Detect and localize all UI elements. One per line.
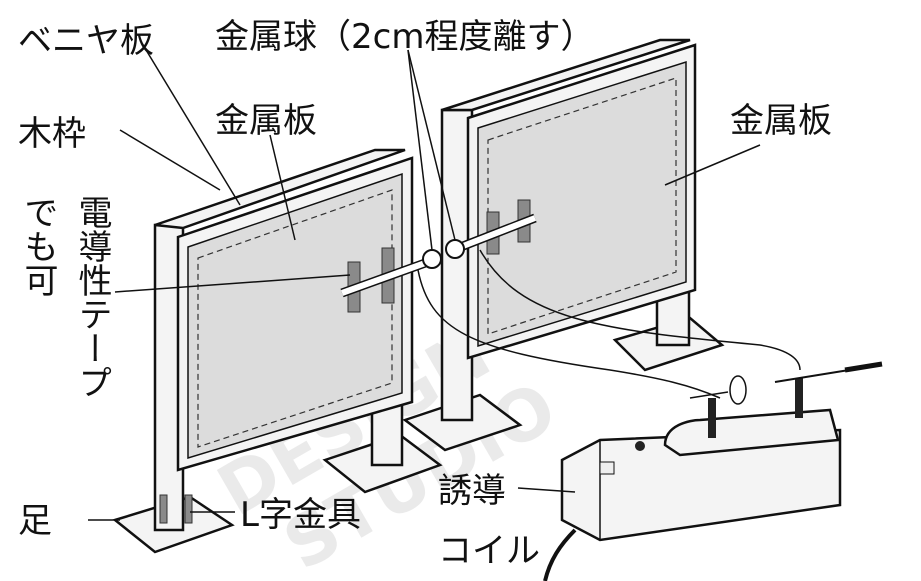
leader-plate-right: [664, 144, 761, 186]
label-foot: 足: [18, 501, 52, 541]
label-metal-plate-right: 金属板: [730, 101, 832, 141]
label-wood-frame: 木枠: [18, 114, 86, 154]
leader-tape: [114, 274, 351, 293]
label-conductive-tape: 電導性テープ: [72, 195, 112, 399]
label-metal-plate-left: 金属板: [215, 101, 317, 141]
l-bracket-1: [159, 494, 168, 524]
electrode-right: [795, 378, 803, 418]
electrode-left: [708, 398, 716, 438]
rod-handle: [844, 361, 883, 373]
label-induction: 誘導: [438, 471, 506, 511]
right-plate-edge: [487, 77, 677, 335]
label-also-ok: でも可: [18, 195, 58, 297]
left-metal-sphere: [422, 249, 442, 269]
l-bracket-2: [184, 494, 193, 524]
label-l-bracket: L字金具: [240, 495, 361, 535]
leader-sphere-1: [407, 49, 433, 251]
wire-left: [417, 269, 721, 399]
left-metal-plate: [187, 172, 403, 460]
left-plate-edge: [197, 189, 393, 448]
left-rod: [340, 259, 430, 296]
leader-wood-frame: [119, 129, 221, 191]
leader-plate-left: [269, 134, 296, 241]
induction-coil: [543, 361, 883, 581]
discharge-rod-left: [689, 391, 729, 399]
leader-sphere-2: [407, 49, 456, 241]
left-panel-unit: [112, 148, 443, 554]
power-cord: [543, 528, 577, 581]
right-top-frame: [441, 38, 691, 112]
leader-plywood: [139, 39, 241, 206]
disc: [729, 375, 747, 405]
knob: [635, 441, 645, 451]
left-top-frame: [154, 148, 406, 230]
right-metal-plate: [477, 60, 687, 348]
wire-right: [479, 249, 801, 371]
label-coil: コイル: [438, 531, 540, 571]
right-panel-unit: [402, 38, 725, 452]
label-metal-sphere: 金属球（2cm程度離す）: [215, 17, 594, 57]
label-plywood: ベニヤ板: [18, 21, 154, 61]
dial: [599, 461, 615, 475]
right-rod: [456, 215, 537, 251]
leader-coil: [517, 487, 576, 493]
right-metal-sphere: [445, 239, 465, 259]
